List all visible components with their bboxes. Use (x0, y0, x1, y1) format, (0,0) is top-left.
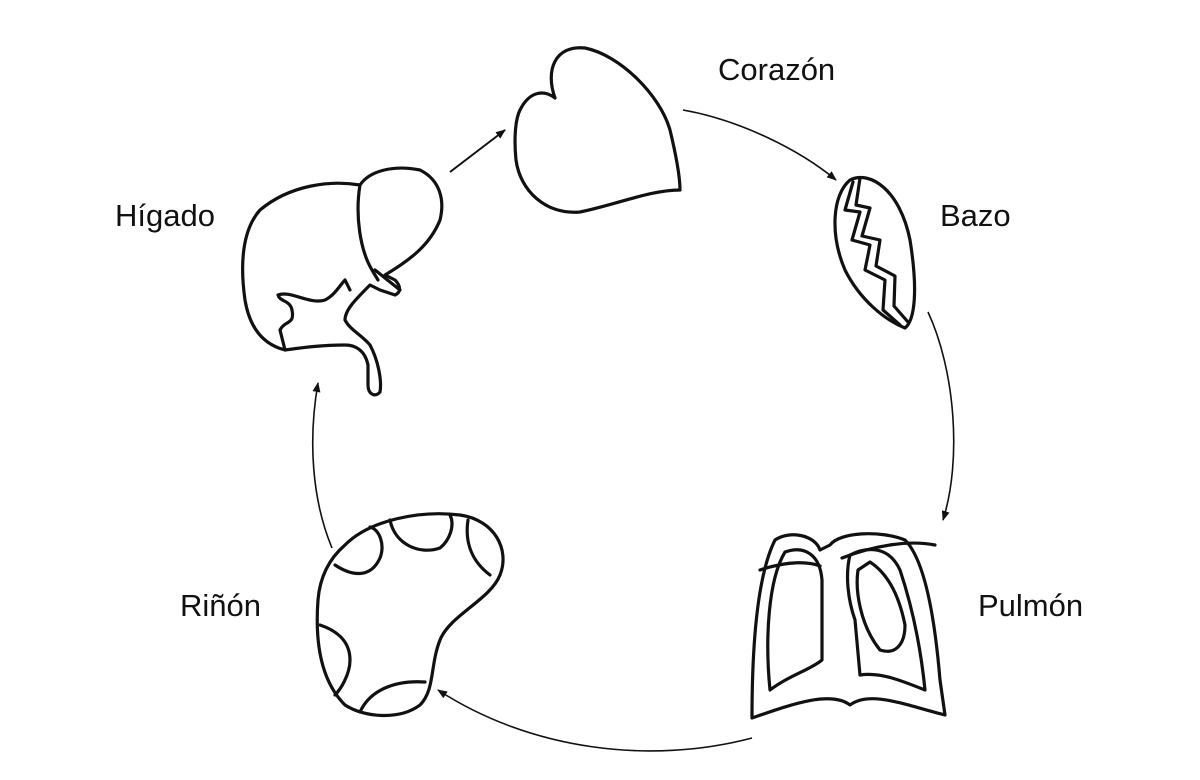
liver-drawing (241, 166, 444, 397)
label-kidney: Riñón (180, 588, 261, 623)
lung-drawing (750, 532, 947, 720)
label-spleen: Bazo (940, 198, 1011, 233)
arrow-spleen-to-lung (927, 311, 955, 521)
label-heart: Corazón (718, 52, 836, 87)
arrow-liver-to-heart (449, 129, 506, 173)
arrow-kidney-to-liver (311, 382, 333, 549)
label-lung: Pulmón (978, 588, 1084, 623)
kidney-drawing (315, 512, 505, 718)
arrow-heart-to-spleen (682, 109, 837, 181)
label-liver: Hígado (115, 198, 215, 233)
spleen-drawing (833, 175, 917, 330)
arrow-lung-to-kidney (437, 689, 753, 752)
heart-drawing (513, 46, 682, 214)
